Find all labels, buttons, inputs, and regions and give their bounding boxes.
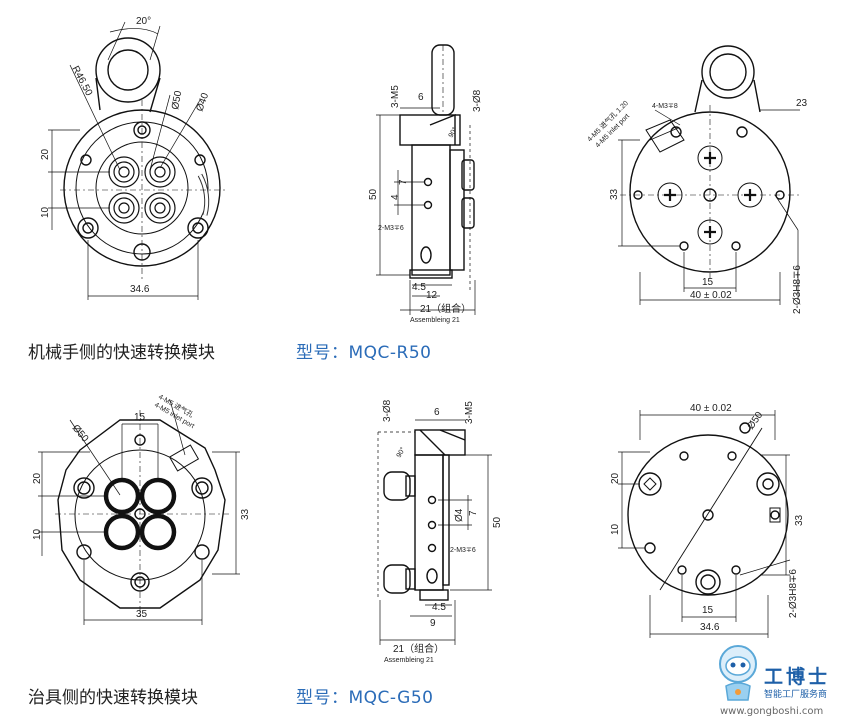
tm-angle: 90°: [447, 126, 459, 139]
tm-d7: 7: [398, 179, 409, 185]
bm-d6: 6: [434, 407, 440, 418]
bottom-left-front-view: [38, 399, 240, 625]
tr-d23: 23: [796, 98, 808, 109]
tm-d12: 12: [426, 290, 438, 301]
top-middle-side-view: [376, 44, 476, 315]
tr-pin: 2-Ø3H8∓6: [792, 265, 803, 314]
brand-watermark: 工博士 智能工厂服务商 www.gongboshi.com: [712, 640, 852, 724]
bottom-right-back-view: [618, 410, 791, 638]
bm-d8: 3-Ø8: [382, 399, 393, 422]
br-pin: 2-Ø3H8∓6: [788, 569, 799, 618]
bl-d15: 15: [134, 412, 146, 423]
tl-angle: 20°: [136, 16, 151, 27]
br-width: 34.6: [700, 622, 720, 633]
tm-m3: 2-M3∓6: [378, 225, 404, 232]
br-d15: 15: [702, 605, 714, 616]
tl-d20: 20: [40, 148, 51, 160]
tm-d50: 50: [368, 188, 379, 200]
bm-m5: 3-M5: [464, 401, 475, 424]
tl-width: 34.6: [130, 284, 150, 295]
bl-d10: 10: [32, 528, 43, 540]
br-d33: 33: [794, 514, 805, 526]
tm-assembly: Assembleing 21: [410, 317, 460, 324]
brand-name: 工博士: [764, 666, 831, 688]
top-right-back-view: [618, 45, 800, 305]
bm-d45: 4.5: [432, 602, 446, 613]
brand-tagline: 智能工厂服务商: [764, 690, 828, 700]
bottom-middle-side-view: [377, 419, 492, 645]
bm-d50: 50: [492, 516, 503, 528]
br-d40: 40 ± 0.02: [690, 403, 732, 414]
tm-d8: 3-Ø8: [472, 89, 483, 112]
tm-m5: 3-M5: [390, 85, 401, 108]
bl-width: 35: [136, 609, 148, 620]
br-dia50: Ø50: [745, 410, 765, 432]
tr-d15: 15: [702, 277, 714, 288]
bottom-model: 型号：MQC-G50: [296, 688, 434, 708]
bl-d33: 33: [240, 508, 251, 520]
bm-d4: Ø4: [454, 508, 465, 522]
tl-dia40: Ø40: [194, 91, 211, 113]
tl-radius: R46.50: [69, 64, 94, 98]
tm-d21: 21（组合）: [420, 302, 471, 315]
bm-assembly: Assembleing 21: [384, 657, 434, 664]
brand-url: www.gongboshi.com: [720, 706, 824, 717]
bl-dia50: Ø50: [70, 423, 91, 445]
bm-d9: 9: [430, 618, 436, 629]
tm-d45: 4.5: [412, 282, 426, 293]
tr-d33: 33: [609, 188, 620, 200]
br-d10: 10: [610, 523, 621, 535]
tl-dia50: Ø50: [170, 90, 184, 111]
bm-d7: 7: [468, 510, 479, 516]
tm-d4: 4: [390, 194, 401, 200]
bl-d20: 20: [32, 472, 43, 484]
top-model: 型号：MQC-R50: [296, 343, 432, 363]
tr-d40: 40 ± 0.02: [690, 290, 732, 301]
bm-m3: 2-M3∓6: [450, 547, 476, 554]
tl-d10: 10: [40, 206, 51, 218]
br-d20: 20: [610, 472, 621, 484]
top-title: 机械手侧的快速转换模块: [28, 343, 215, 363]
top-left-front-view: [48, 21, 225, 300]
bm-angle: 90°: [395, 446, 407, 459]
robot-mascot-icon: [719, 645, 757, 701]
bm-d21: 21（组合）: [393, 642, 444, 655]
tm-d6: 6: [418, 92, 424, 103]
tr-m3: 4-M3∓8: [652, 103, 678, 110]
bottom-title: 治具侧的快速转换模块: [28, 688, 198, 708]
